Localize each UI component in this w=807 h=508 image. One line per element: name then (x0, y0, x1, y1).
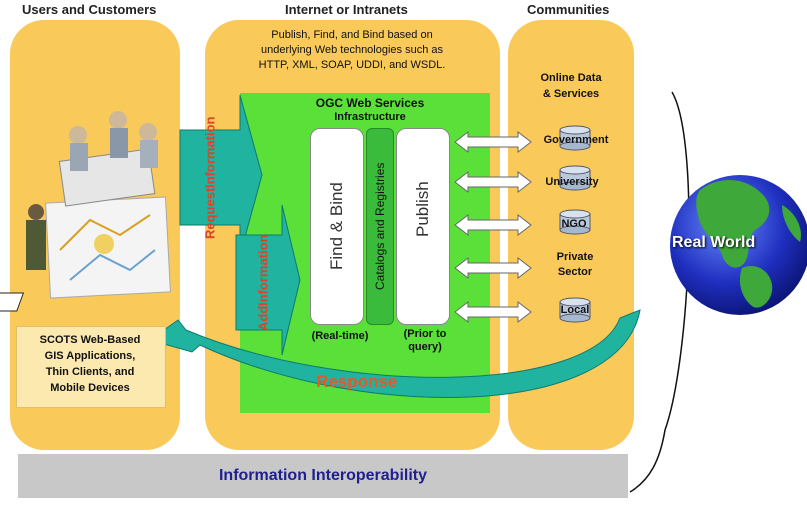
response-label: Response (316, 372, 398, 391)
add-arrow (235, 204, 301, 356)
intro-line-2: underlying Web technologies such as (260, 44, 444, 56)
double-arrow-private (454, 256, 532, 280)
communities-heading-line-2: & Services (542, 88, 600, 100)
middle-intro: Publish, Find, and Bind based on underly… (222, 28, 482, 73)
intro-line-3: HTTP, XML, SOAP, UDDI, and WSDL. (258, 59, 446, 71)
globe-label: Real World (672, 234, 756, 251)
realtime-label: (Real-time) (311, 330, 369, 342)
ogc-title: OGC Web Services Infrastructure (290, 96, 450, 124)
footer-label: Information Interoperability (218, 467, 427, 484)
globe-bracket (629, 91, 690, 493)
catalogs-box: Catalogs and Registries (366, 128, 394, 325)
column-title-internet: Internet or Intranets (285, 2, 408, 17)
cylinder-ngo (559, 209, 591, 235)
users-illustration (0, 111, 171, 312)
community-university: University (545, 176, 599, 188)
ogc-title-line-2: Infrastructure (334, 111, 406, 123)
community-private: Private Sector (556, 251, 594, 278)
scots-line-1: SCOTS Web-Based (39, 334, 141, 346)
communities-heading: Online Data & Services (515, 70, 627, 102)
prior-label: (Prior to query) (395, 328, 455, 354)
cylinder-government (559, 125, 591, 151)
scots-line-3: Thin Clients, and (45, 366, 135, 378)
request-arrow (179, 94, 263, 256)
double-arrow-university (454, 170, 532, 194)
scots-label: SCOTS Web-Based GIS Applications, Thin C… (16, 332, 164, 396)
find-bind-box: Find & Bind (310, 128, 364, 325)
double-arrow-local (454, 300, 532, 324)
prior-line-1: (Prior to (403, 328, 447, 340)
community-government: Government (543, 134, 609, 146)
scots-line-2: GIS Applications, (44, 350, 136, 362)
scots-box (16, 326, 166, 408)
add-line-2: Information (255, 234, 271, 306)
prior-line-2: query) (408, 341, 442, 353)
cylinder-university (559, 165, 591, 191)
cylinder-local (559, 297, 591, 323)
globe-icon (670, 175, 807, 315)
request-line-1: Request (202, 187, 218, 239)
column-title-communities: Communities (527, 2, 610, 17)
column-title-users: Users and Customers (22, 2, 157, 17)
request-line-2: Information (202, 116, 218, 188)
add-line-1: Add (255, 305, 271, 331)
communities-heading-line-1: Online Data (540, 72, 602, 84)
double-arrow-ngo (454, 213, 532, 237)
scots-line-4: Mobile Devices (50, 382, 130, 394)
publish-box: Publish (396, 128, 450, 325)
intro-line-1: Publish, Find, and Bind based on (271, 29, 433, 41)
double-arrow-government (454, 130, 532, 154)
footer-bar: Information Interoperability (18, 454, 628, 498)
community-local: Local (560, 304, 590, 316)
community-ngo: NGO (561, 218, 587, 230)
ogc-title-line-1: OGC Web Services (315, 96, 425, 110)
cylinders (559, 125, 591, 323)
